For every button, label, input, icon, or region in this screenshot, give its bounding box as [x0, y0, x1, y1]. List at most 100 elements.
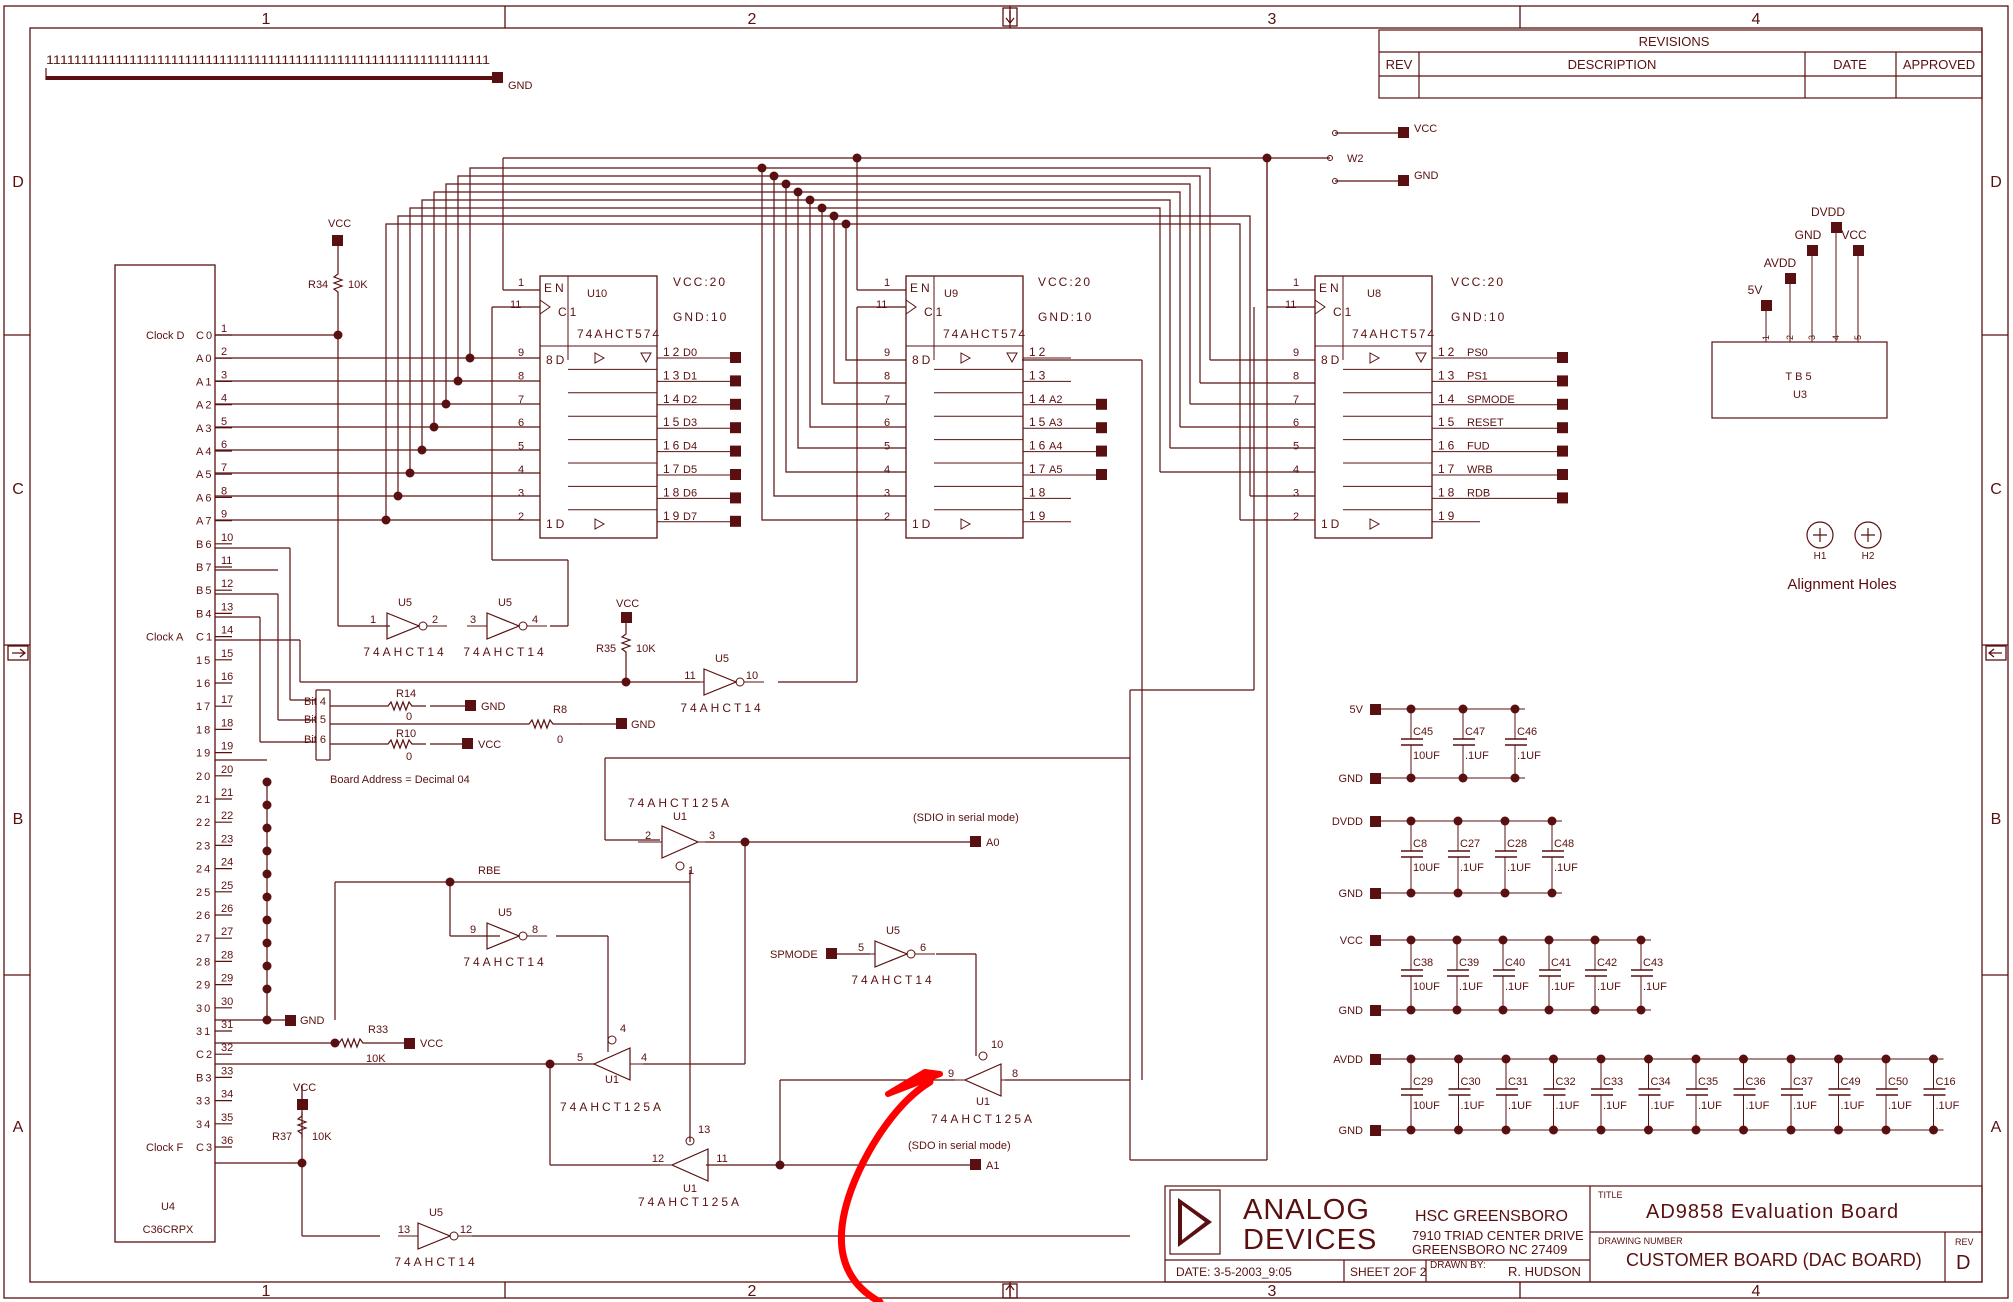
r8-val: 0: [557, 734, 563, 746]
zone-top-3: 3: [1268, 11, 1277, 28]
output-terminal: [730, 492, 741, 504]
latch-output-name: D6: [683, 487, 697, 499]
revisions-title: REVISIONS: [1639, 34, 1710, 49]
cap-value: .1UF: [1793, 1100, 1817, 1112]
cap-ref: C50: [1888, 1076, 1908, 1088]
output-terminal: [1557, 422, 1568, 434]
output-terminal: [730, 422, 741, 434]
connector-pin-number: 26: [221, 903, 233, 915]
sheet-frame: [3, 5, 2009, 1299]
buffer-input-pin: 2: [645, 830, 651, 842]
cap-value: .1UF: [1746, 1100, 1770, 1112]
buffer-enable-pin: 13: [698, 1124, 710, 1136]
junction-dot: [1510, 704, 1520, 714]
r10-vcc: VCC: [478, 739, 501, 751]
latch-pin-1: 1: [1293, 277, 1299, 289]
buffer-triangle: [960, 518, 972, 530]
buffer-triangle: [960, 352, 972, 364]
gate-output-pin: 10: [746, 670, 758, 682]
buffer-output-pin: 12: [652, 1153, 664, 1165]
drawing-number-label: DRAWING NUMBER: [1598, 1236, 1683, 1246]
red-annotation-arrow: [837, 1069, 943, 1302]
zone-right-a: A: [1991, 1119, 2002, 1136]
connector-pin-signal: A6: [196, 492, 213, 504]
latch-pin-1: 1: [884, 277, 890, 289]
gate-part: 74AHCT14: [363, 645, 446, 659]
connector-pin-number: 11: [221, 555, 232, 567]
r10-ref: R10: [396, 728, 416, 740]
latch-input-pin: 3: [518, 487, 524, 499]
junction-dot: [1929, 1125, 1938, 1135]
junction-dot: [1881, 1054, 1891, 1064]
output-terminal: [1096, 445, 1107, 457]
connector-pin-signal: 25: [196, 887, 212, 899]
latch-u8-part: 74AHCT574: [1352, 327, 1436, 341]
junction-dot: [1458, 773, 1468, 783]
buffer-enable-pin: 10: [991, 1039, 1003, 1051]
h1-label: H1: [1814, 551, 1827, 562]
decoupling-capacitors: 5VGNDC4510UFC47.1UFC46.1UFDVDDGNDC810UFC…: [1332, 704, 1960, 1137]
connector-pin-signal: A3: [196, 423, 213, 435]
latch-output-name: SPMODE: [1467, 394, 1515, 406]
cap-ref: C8: [1413, 838, 1427, 850]
cap-value: 10UF: [1413, 1100, 1440, 1112]
rev-label: REV: [1955, 1237, 1974, 1247]
clock-triangle: [539, 299, 551, 315]
cap-value: .1UF: [1888, 1100, 1912, 1112]
cap-value: .1UF: [1460, 862, 1484, 874]
latch-input-pin: 4: [1293, 464, 1299, 476]
gate-output-pin: 8: [532, 924, 538, 936]
latch-c1-label: C1: [1333, 305, 1354, 319]
connector-pin-signal: 28: [196, 956, 212, 968]
terminal-pin-pad: [1761, 300, 1772, 311]
cap-value: .1UF: [1505, 981, 1529, 993]
connector-pin-number: 32: [221, 1042, 233, 1054]
latch-output-name: PS0: [1467, 347, 1488, 359]
wires: [215, 132, 1398, 1237]
buffer-output-pin: 3: [709, 830, 715, 842]
cap-ref: C40: [1505, 957, 1525, 969]
junction-dot: [1549, 1125, 1558, 1135]
latch-8d-label: 8D: [912, 353, 933, 367]
connector-pin-name: Clock F: [146, 1142, 184, 1154]
r14-val: 0: [406, 711, 412, 723]
tristate-triangle: [640, 352, 652, 364]
connector-pin-number: 31: [221, 1019, 233, 1031]
connector-pin-signal: A7: [196, 516, 213, 528]
jumper-w2: VCC GND W2: [1327, 123, 1439, 186]
zone-left-b: B: [13, 811, 24, 828]
gnd-terminal: [1370, 773, 1381, 784]
drawing-date: DATE: 3-5-2003_9:05: [1176, 1265, 1292, 1279]
buffer-labels: RBE (SDIO in serial mode) A0 (SDO in ser…: [478, 812, 1019, 1172]
gate-part: 74AHCT14: [394, 1255, 477, 1269]
gnd-label: GND: [1339, 1005, 1364, 1017]
gate-unit: U5: [886, 925, 900, 937]
site-name: HSC GREENSBORO: [1415, 1208, 1568, 1225]
resistor-labels: VCC R34 10K VCC R35 10K VCC R37 10K R33 …: [272, 218, 656, 1143]
junction-dot: [1406, 1005, 1416, 1015]
connector-pin-signal: B3: [196, 1072, 213, 1084]
connector-pin-signal: C2: [196, 1049, 214, 1061]
latch-input-pin: 5: [518, 441, 524, 453]
latch-pin-11: 11: [510, 299, 521, 311]
latch-input-pin: 4: [518, 464, 524, 476]
cap-value: .1UF: [1551, 981, 1575, 993]
connector-ref: U4: [161, 1201, 175, 1213]
latch-input-pin: 2: [518, 511, 524, 523]
cap-ref: C32: [1556, 1076, 1576, 1088]
gate-unit: U5: [498, 597, 512, 609]
connector-pin-number: 4: [221, 393, 227, 405]
output-terminal: [1096, 398, 1107, 410]
junction-dot: [1453, 816, 1463, 826]
cap-ref: C33: [1603, 1076, 1623, 1088]
zone-bottom-4: 4: [1752, 1283, 1761, 1300]
zone-top-4: 4: [1752, 11, 1761, 28]
connector-pin-signal: 34: [196, 1119, 212, 1131]
latch-output-pin: 14: [663, 392, 682, 406]
terminal-pin-label: VCC: [1841, 228, 1867, 242]
terminal-pin-label: 5V: [1748, 283, 1763, 297]
connector-pin-signal: C1: [196, 632, 214, 644]
